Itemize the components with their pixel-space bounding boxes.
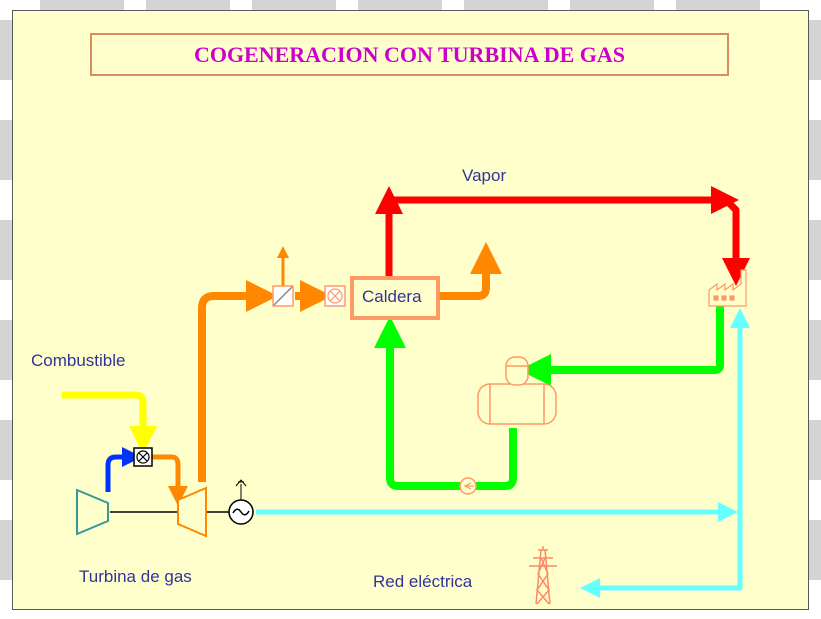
combustible-label: Combustible — [31, 351, 126, 370]
post-burner-icon — [324, 285, 346, 307]
turbina-label: Turbina de gas — [79, 567, 192, 586]
factory-icon — [708, 269, 747, 307]
electricity-line — [256, 308, 750, 598]
combustor-outlet — [152, 454, 188, 506]
diagram-title: COGENERACION CON TURBINA DE GAS — [90, 33, 729, 76]
generator-icon — [228, 479, 254, 525]
red-electrica-label: Red eléctrica — [373, 572, 473, 591]
condensate-line — [374, 305, 724, 490]
boiler-icon — [350, 276, 440, 320]
caldera-label: Caldera — [362, 287, 422, 306]
pump-icon — [459, 477, 477, 495]
vapor-label: Vapor — [462, 166, 507, 185]
deaerator-tank-icon — [477, 356, 557, 425]
exhaust-line — [198, 242, 502, 482]
air-line — [105, 447, 142, 492]
burner-valve-icon — [133, 447, 153, 467]
gas-turbine-icon — [177, 486, 207, 538]
steam-line — [375, 186, 750, 294]
heat-exchanger-icon — [272, 285, 294, 307]
fuel-line — [62, 391, 157, 454]
compressor-icon — [76, 488, 109, 536]
power-tower-icon — [529, 546, 557, 605]
